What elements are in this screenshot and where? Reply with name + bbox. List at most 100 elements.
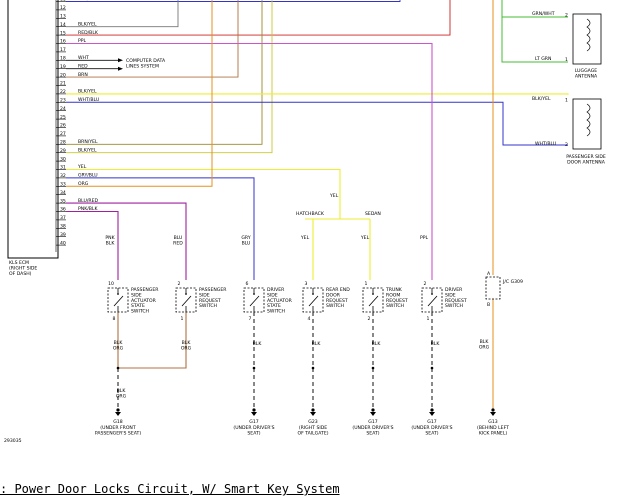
ground-location-label: (UNDER DRIVER'S: [233, 425, 274, 431]
switch-name-label: SWITCH: [386, 303, 404, 309]
ecm-pin-wire-label: BLU/WHT: [78, 0, 99, 2]
splice-dot: [311, 366, 315, 370]
switch-terminal: [117, 293, 119, 295]
ecm-pin-wire-label: GRY/BLU: [78, 173, 98, 179]
ground-location-label: SEAT): [425, 430, 438, 436]
ecm-connector: 1112131415161718192021222324252627282930…: [7, 0, 66, 259]
switch-name-label: REQUEST: [199, 298, 221, 304]
ecm-pin-number: 14: [60, 22, 66, 28]
ground-symbol-icon: [115, 412, 121, 416]
switch-name-label: SWITCH: [267, 309, 285, 315]
data-lines-label: COMPUTER DATA: [126, 58, 166, 64]
switch-blade-icon: [427, 295, 438, 307]
antenna-luggage-name-label: ANTENNA: [575, 73, 598, 79]
wire-blk-yel-loop: [66, 0, 273, 154]
ground-code-label: G17: [427, 419, 436, 425]
switch-terminal: [431, 293, 433, 295]
ecm-pin-number: 15: [60, 30, 66, 36]
splice-dot: [430, 366, 434, 370]
ecm-pin-wire-label: BLK/YEL: [78, 147, 97, 153]
ecm-pin-number: 19: [60, 64, 66, 70]
ground-point: [252, 408, 256, 412]
ground-wire-label: BLK: [312, 341, 322, 347]
ground-location-label: (BEHIND LEFT: [477, 425, 509, 431]
switch-name-label: SIDE: [445, 292, 456, 298]
ground-wire-label: BLK: [372, 341, 382, 347]
wire-lt-grn: [501, 17, 568, 63]
switch-name-label: STATE: [131, 303, 145, 309]
switch-name-label: SWITCH: [445, 303, 463, 309]
wire-wht-blu-door: [66, 101, 568, 146]
ecm-pin-number: 27: [60, 131, 66, 137]
ground-symbol-icon: [310, 412, 316, 416]
ground-point: [116, 408, 120, 412]
switch-terminal: [312, 293, 314, 295]
wire-ppl: [66, 42, 433, 280]
switch-3: 67: [243, 281, 265, 322]
switch-wire-top-label: PNK: [105, 235, 115, 241]
ecm-pin-wire-label: BLK/YEL: [78, 89, 97, 95]
antenna-door-wire-bot-label: WHT/BLU: [535, 141, 556, 147]
data-arrowhead-icon: [118, 66, 123, 71]
junction-box: [485, 276, 501, 300]
ecm-pin-number: 29: [60, 148, 66, 154]
ecm-pin-wire-label: BLK/YEL: [78, 21, 97, 27]
ground-point: [371, 408, 375, 412]
wire-blu-red: [66, 202, 187, 280]
switch-name-label: DOOR: [326, 292, 341, 298]
switch-blade-icon: [181, 295, 192, 307]
switch-link-wire-label: BLK: [114, 340, 124, 346]
switch-pin-bot: 2: [368, 316, 371, 322]
ecm-pin-number: 12: [60, 5, 66, 11]
antenna-door-pin-top: 1: [565, 97, 568, 103]
ground-code-label: G13: [488, 419, 497, 425]
ecm-pin-number: 36: [60, 207, 66, 213]
ecm-pin-wire-label: RED: [78, 63, 88, 69]
ground-code-label: G18: [113, 419, 122, 425]
ecm-pin-wire-label: PNK/BLK: [78, 206, 98, 212]
ecm-pin-number: 17: [60, 47, 66, 53]
switch-name-label: TRUNK: [385, 287, 403, 293]
switch-name-label: SIDE: [199, 292, 210, 298]
ecm-pin-wire-label: BLU/RED: [78, 198, 98, 204]
switch-pin-bot: 1: [181, 316, 184, 322]
wire-pnk-blk: [66, 210, 119, 280]
ecm-pin-wire-label: WHT: [78, 55, 89, 61]
ecm-pin-wire-label: PPL: [78, 38, 87, 44]
switch-pin-top: 10: [108, 281, 114, 287]
switch-name-label: REQUEST: [386, 298, 408, 304]
ecm-pin-wire-label: BRN/YEL: [78, 139, 98, 145]
switch-name-label: STATE: [267, 303, 281, 309]
ecm-name-label: OF DASH): [9, 271, 32, 277]
ecm-pin-number: 24: [60, 106, 66, 112]
switch-wire-top-label: YEL: [360, 235, 370, 241]
ecm-pin-number: 38: [60, 224, 66, 230]
lower-wire-label: BLK: [117, 388, 127, 394]
ground-point: [430, 408, 434, 412]
ecm-pin-number: 22: [60, 89, 66, 95]
splice-dot: [371, 366, 375, 370]
switch-name-label: REQUEST: [326, 298, 348, 304]
switch-link-wire-label: ORG: [113, 345, 124, 351]
switch-name-label: ACTUATOR: [267, 298, 293, 304]
wire-brn: [66, 0, 239, 78]
ecm-pin-number: 31: [60, 165, 66, 171]
ecm-pin-number: 23: [60, 98, 66, 104]
wire-org: [66, 0, 213, 187]
switch-terminal: [372, 293, 374, 295]
switch-blade-icon: [308, 295, 319, 307]
ecm-pin-wire-label: RED/BLK: [78, 30, 99, 36]
switch-pin-top: 3: [305, 281, 308, 287]
wire-blk-yel-top: [66, 0, 179, 28]
ecm-pin-wire-label: WHT/BLU: [78, 97, 99, 103]
switch-name-label: DRIVER: [267, 287, 285, 293]
antenna-door-coil-icon: [586, 103, 591, 137]
ecm-pin-number: 16: [60, 39, 66, 45]
ground-location-label: (UNDER DRIVER'S: [411, 425, 452, 431]
switch-blade-icon: [368, 295, 379, 307]
ecm-pin-number: 30: [60, 156, 66, 162]
wire-gry-blu: [66, 177, 255, 280]
wire-red-blk: [66, 0, 451, 36]
switch-wire-top-label: RED: [173, 241, 183, 247]
